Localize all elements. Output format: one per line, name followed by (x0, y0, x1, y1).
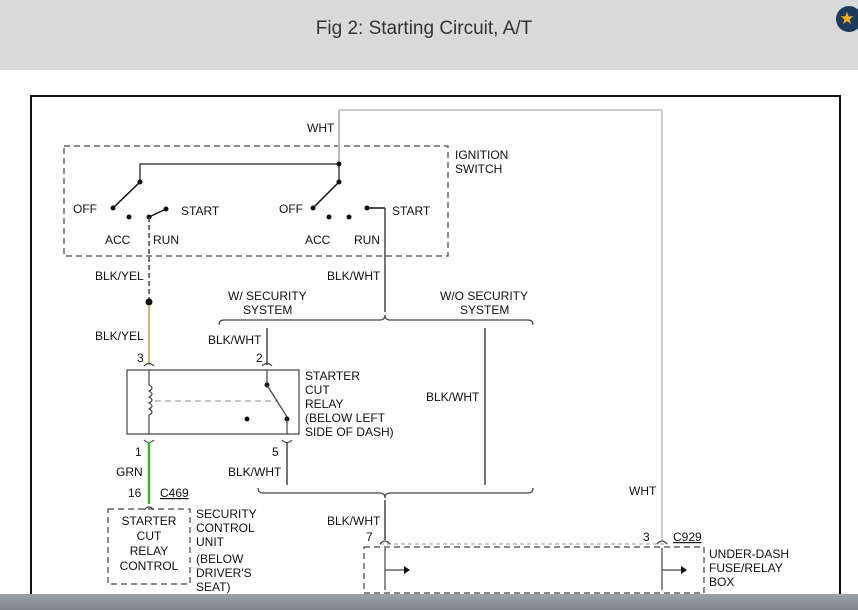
control-unit-label: DRIVER'S (196, 566, 252, 580)
control-unit-label: (BELOW (196, 552, 244, 566)
relay-label: SIDE OF DASH) (305, 425, 394, 439)
arrow-icon (681, 566, 687, 574)
switch-wiper (312, 181, 340, 209)
wire-label-wht: WHT (307, 121, 335, 135)
contact-dot (110, 205, 116, 211)
contact-dot (336, 179, 342, 185)
fuse-box-label: FUSE/RELAY (709, 561, 783, 575)
relay-label: (BELOW LEFT (305, 411, 386, 425)
wire-label-blk-wht: BLK/WHT (208, 333, 262, 347)
relay-pin-3: 3 (137, 351, 144, 365)
relay-label: CUT (305, 383, 330, 397)
switch-label-acc: ACC (305, 233, 331, 247)
fuse-box-label: BOX (709, 575, 734, 589)
starting-circuit-diagram: IGNITION SWITCH WHT OFF START ACC RUN OF… (30, 95, 841, 610)
fuse-box-pin-3: 3 (643, 530, 650, 544)
title-bar: Fig 2: Starting Circuit, A/T ★ (0, 0, 858, 70)
starter-cut-relay-box (126, 369, 300, 435)
security-label-w: SYSTEM (243, 303, 292, 317)
connector-c469: C469 (160, 486, 189, 500)
relay-label: RELAY (305, 397, 343, 411)
diagram-frame (30, 95, 841, 610)
fuse-relay-box (363, 546, 705, 594)
wire-label-blk-wht: BLK/WHT (426, 390, 480, 404)
security-brace (218, 314, 534, 326)
contact-dot (137, 179, 143, 185)
merge-brace (257, 487, 534, 499)
fuse-box-label: UNDER-DASH (709, 547, 789, 561)
ignition-switch-label: SWITCH (455, 162, 502, 176)
pin-terminal (143, 362, 155, 367)
relay-contact (244, 416, 250, 422)
control-unit-box-label: CONTROL (120, 559, 179, 573)
wire-label-blk-wht: BLK/WHT (327, 269, 381, 283)
security-label-wo: SYSTEM (460, 303, 509, 317)
contact-dot (364, 205, 370, 211)
relay-label: STARTER (305, 369, 360, 383)
relay-pin-5: 5 (272, 445, 279, 459)
splice-dot (145, 298, 153, 306)
wire-label-grn: GRN (116, 465, 143, 479)
control-unit-label: SECURITY (196, 507, 257, 521)
relay-switch (266, 384, 288, 418)
switch-label-start: START (392, 204, 431, 218)
relay-pin-2: 2 (256, 351, 263, 365)
contact-dot (310, 205, 316, 211)
control-unit-label: SEAT) (196, 580, 230, 594)
contact-dot (326, 214, 332, 220)
switch-label-off: OFF (73, 202, 97, 216)
switch-label-acc: ACC (105, 233, 131, 247)
security-label-w: W/ SECURITY (228, 289, 307, 303)
pin-terminal (261, 362, 273, 367)
wire-label-wht: WHT (629, 484, 657, 498)
wire-label-blk-yel: BLK/YEL (95, 329, 144, 343)
arrow-icon (404, 566, 410, 574)
relay-coil (147, 384, 153, 416)
bottom-toolbar (0, 594, 858, 610)
pin-terminal (143, 506, 155, 511)
wire-label-blk-yel: BLK/YEL (95, 269, 144, 283)
switch-label-start: START (181, 204, 220, 218)
pin-terminal (656, 540, 668, 545)
contact-dot (346, 214, 352, 220)
pin-terminal (379, 540, 391, 545)
start-contact (148, 208, 167, 218)
contact-dot (163, 206, 169, 212)
connector-c929: C929 (673, 530, 702, 544)
fuse-box-pin-7: 7 (366, 530, 373, 544)
ignition-switch-label: IGNITION (455, 148, 508, 162)
security-control-unit-box (107, 508, 191, 585)
star-icon: ★ (839, 9, 855, 28)
control-unit-box-label: RELAY (130, 544, 168, 558)
control-unit-label: CONTROL (196, 521, 255, 535)
control-unit-box-label: CUT (137, 529, 162, 543)
switch-bus (139, 163, 339, 182)
security-label-wo: W/O SECURITY (440, 289, 528, 303)
junction-dot (336, 161, 342, 167)
wire-label-blk-wht: BLK/WHT (228, 465, 282, 479)
favorite-button[interactable]: ★ (836, 6, 858, 32)
control-unit-pin: 16 (128, 486, 142, 500)
switch-wiper (112, 181, 141, 209)
contact-dot (126, 214, 132, 220)
switch-label-run: RUN (153, 233, 179, 247)
ignition-switch-box (63, 145, 449, 257)
control-unit-label: UNIT (196, 535, 225, 549)
wire-label-blk-wht: BLK/WHT (327, 514, 381, 528)
switch-label-run: RUN (354, 233, 380, 247)
control-unit-box-label: STARTER (122, 514, 177, 528)
relay-pin-1: 1 (135, 445, 142, 459)
switch-label-off: OFF (279, 202, 303, 216)
figure-title: Fig 2: Starting Circuit, A/T (315, 18, 533, 39)
